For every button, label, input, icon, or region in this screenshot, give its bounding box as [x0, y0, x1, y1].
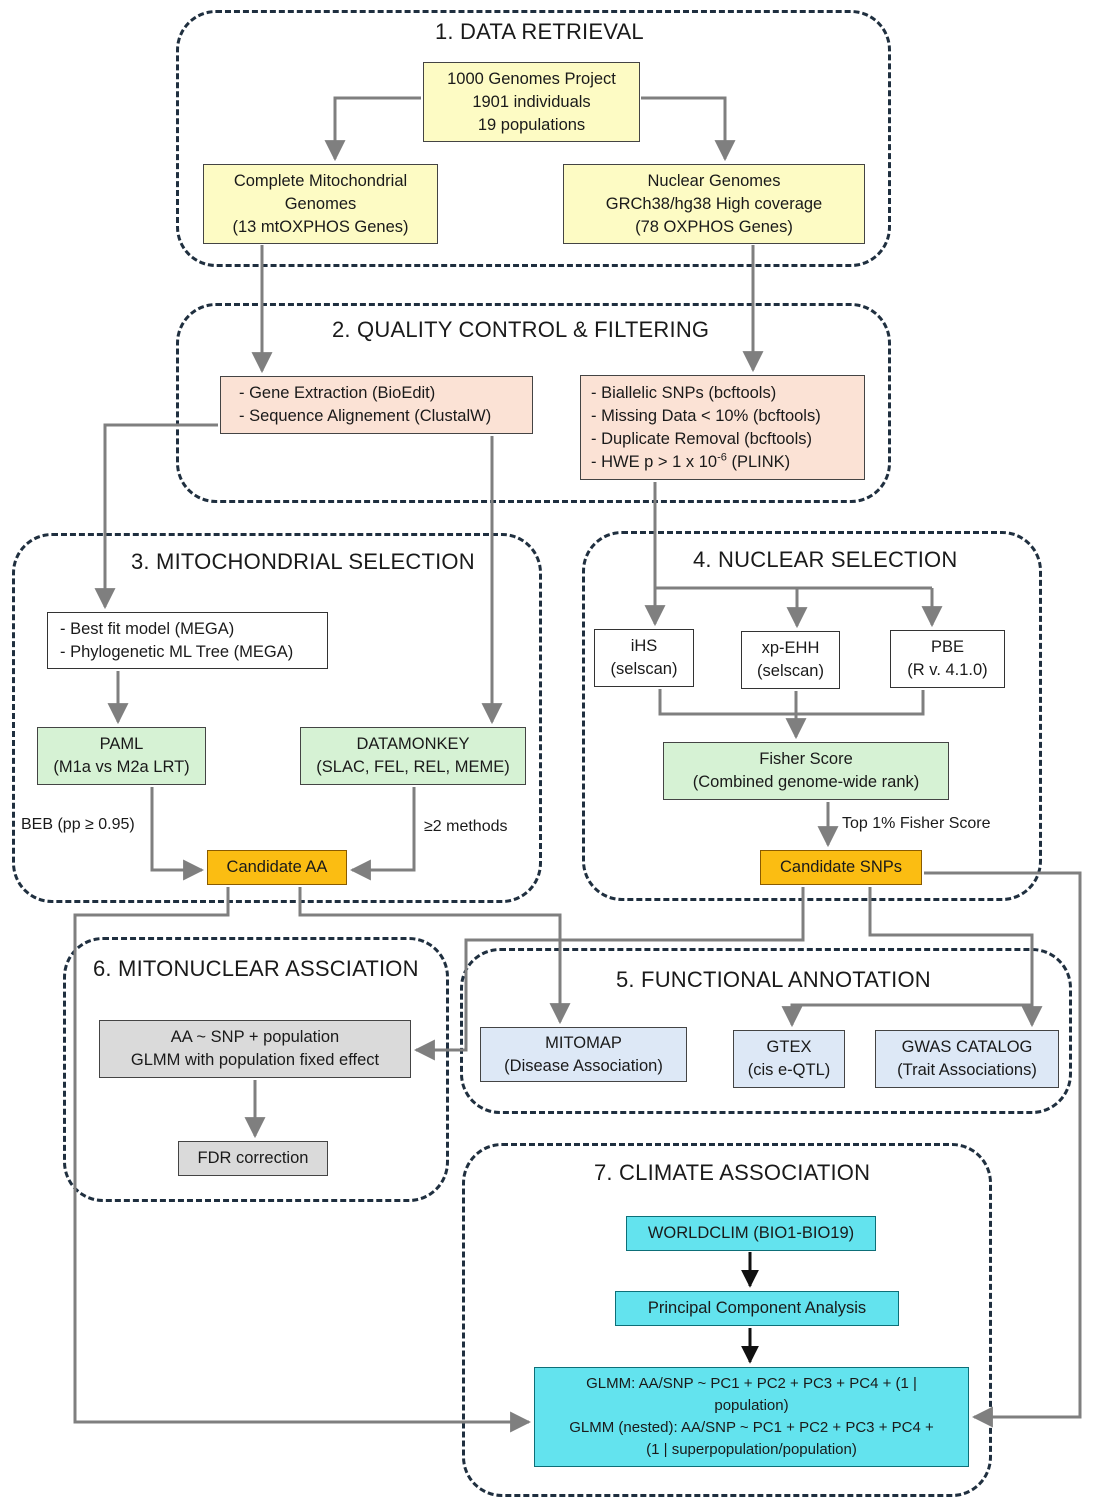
label-line: GWAS CATALOG — [901, 1038, 1033, 1056]
box-gtex: GTEX (cis e-QTL) — [733, 1030, 845, 1088]
label-line-hwe: - HWE p > 1 x 10-6 (PLINK) — [591, 451, 790, 474]
label-line: GRCh38/hg38 High coverage — [605, 194, 823, 213]
label-line: (SLAC, FEL, REL, MEME) — [316, 758, 510, 776]
section-quality-control — [176, 303, 891, 503]
label-line: Candidate AA — [226, 858, 328, 876]
label-line: Candidate SNPs — [780, 858, 902, 876]
box-nuclear-genomes: Nuclear Genomes GRCh38/hg38 High coverag… — [563, 164, 865, 244]
edge-label-two-methods: ≥2 methods — [424, 818, 508, 835]
section-title-climate-association: 7. CLIMATE ASSOCIATION — [594, 1160, 871, 1185]
box-candidate-aa: Candidate AA — [207, 850, 347, 885]
box-ihs: iHS (selscan) — [594, 629, 694, 687]
box-datamonkey: DATAMONKEY (SLAC, FEL, REL, MEME) — [300, 727, 526, 785]
box-glmm-climate: GLMM: AA/SNP ~ PC1 + PC2 + PC3 + PC4 + (… — [534, 1367, 969, 1467]
box-fdr-correction: FDR correction — [178, 1141, 328, 1176]
label-line: DATAMONKEY — [356, 735, 470, 753]
box-1000-genomes-project: 1000 Genomes Project 1901 individuals 19… — [423, 62, 640, 142]
label-line: PBE — [930, 638, 965, 656]
box-pbe: PBE (R v. 4.1.0) — [890, 630, 1005, 688]
label-line: (Trait Associations) — [897, 1061, 1037, 1079]
box-glmm-mitonuclear: AA ~ SNP + population GLMM with populati… — [99, 1020, 411, 1078]
label-line: population) — [714, 1397, 789, 1414]
section-title-mitonuclear-association: 6. MITONUCLEAR ASSCIATION — [93, 956, 419, 981]
label-line: 19 populations — [477, 115, 586, 134]
edge-label-beb: BEB (pp ≥ 0.95) — [21, 816, 135, 833]
label-line: (13 mtOXPHOS Genes) — [232, 217, 409, 236]
label-line: (M1a vs M2a LRT) — [53, 758, 190, 776]
section-title-quality-control: 2. QUALITY CONTROL & FILTERING — [332, 317, 710, 342]
hwe-exponent: -6 — [717, 451, 727, 463]
label-line: Nuclear Genomes — [647, 171, 781, 190]
label-line: Complete Mitochondrial — [233, 171, 408, 190]
label-line: 1000 Genomes Project — [447, 69, 616, 88]
label-line: Fisher Score — [759, 750, 853, 768]
label-line: - Biallelic SNPs (bcftools) — [591, 383, 777, 402]
box-paml: PAML (M1a vs M2a LRT) — [37, 727, 206, 785]
box-xp-ehh: xp-EHH (selscan) — [741, 631, 840, 689]
label-line: GTEX — [766, 1038, 812, 1056]
label-line: - Best fit model (MEGA) — [60, 619, 235, 638]
label-line: (Disease Association) — [504, 1056, 663, 1075]
section-title-mitochondrial-selection: 3. MITOCHONDRIAL SELECTION — [131, 549, 475, 574]
label-line: GLMM: AA/SNP ~ PC1 + PC2 + PC3 + PC4 + (… — [586, 1375, 917, 1392]
label-line: PAML — [99, 735, 144, 753]
label-line: (selscan) — [610, 660, 678, 678]
label-line: (R v. 4.1.0) — [907, 661, 988, 679]
edge-label-top1-fisher: Top 1% Fisher Score — [842, 815, 991, 832]
label-line: FDR correction — [197, 1149, 309, 1167]
box-mega-phylogeny: - Best fit model (MEGA) - Phylogenetic M… — [47, 612, 328, 669]
label-line: - Gene Extraction (BioEdit) — [239, 384, 436, 402]
box-gwas-catalog: GWAS CATALOG (Trait Associations) — [875, 1030, 1059, 1088]
label-line: MITOMAP — [545, 1033, 622, 1052]
section-nuclear-selection — [582, 531, 1042, 901]
section-title-data-retrieval: 1. DATA RETRIEVAL — [435, 19, 644, 44]
label-line: (cis e-QTL) — [747, 1061, 831, 1079]
hwe-text: - HWE p > 1 x 10 — [591, 452, 718, 471]
label-line: (selscan) — [757, 662, 824, 680]
label-line: - Phylogenetic ML Tree (MEGA) — [60, 642, 294, 661]
label-line: iHS — [630, 637, 658, 655]
box-mito-gene-extraction: - Gene Extraction (BioEdit) - Sequence A… — [220, 376, 533, 434]
label-line: 1901 individuals — [472, 92, 591, 111]
label-line: xp-EHH — [761, 639, 820, 657]
box-mitomap: MITOMAP (Disease Association) — [480, 1027, 687, 1082]
section-title-functional-annotation: 5. FUNCTIONAL ANNOTATION — [616, 967, 931, 992]
label-line: Genomes — [284, 194, 357, 213]
label-line: (Combined genome-wide rank) — [692, 773, 920, 791]
label-line: (78 OXPHOS Genes) — [635, 217, 793, 236]
box-pca: Principal Component Analysis — [615, 1291, 899, 1326]
box-nuclear-snp-filtering: - Biallelic SNPs (bcftools) - Missing Da… — [580, 375, 865, 480]
box-candidate-snps: Candidate SNPs — [760, 850, 922, 885]
box-worldclim: WORLDCLIM (BIO1-BIO19) — [626, 1216, 876, 1251]
label-line: - Duplicate Removal (bcftools) — [591, 429, 812, 448]
label-line: - Missing Data < 10% (bcftools) — [591, 406, 821, 425]
hwe-tool: (PLINK) — [726, 452, 791, 471]
label-line: Principal Component Analysis — [647, 1299, 867, 1317]
box-fisher-score: Fisher Score (Combined genome-wide rank) — [663, 742, 949, 800]
section-title-nuclear-selection: 4. NUCLEAR SELECTION — [693, 547, 958, 572]
label-line: WORLDCLIM (BIO1-BIO19) — [647, 1224, 855, 1242]
label-line: - Sequence Alignement (ClustalW) — [239, 407, 492, 425]
label-line: GLMM with population fixed effect — [130, 1051, 380, 1069]
section-data-retrieval — [176, 10, 891, 267]
box-complete-mitochondrial-genomes: Complete Mitochondrial Genomes (13 mtOXP… — [203, 164, 438, 244]
section-mitochondrial-selection — [12, 533, 542, 903]
label-line: GLMM (nested): AA/SNP ~ PC1 + PC2 + PC3 … — [569, 1419, 934, 1436]
label-line: AA ~ SNP + population — [170, 1028, 340, 1046]
label-line: (1 | superpopulation/population) — [646, 1441, 857, 1458]
